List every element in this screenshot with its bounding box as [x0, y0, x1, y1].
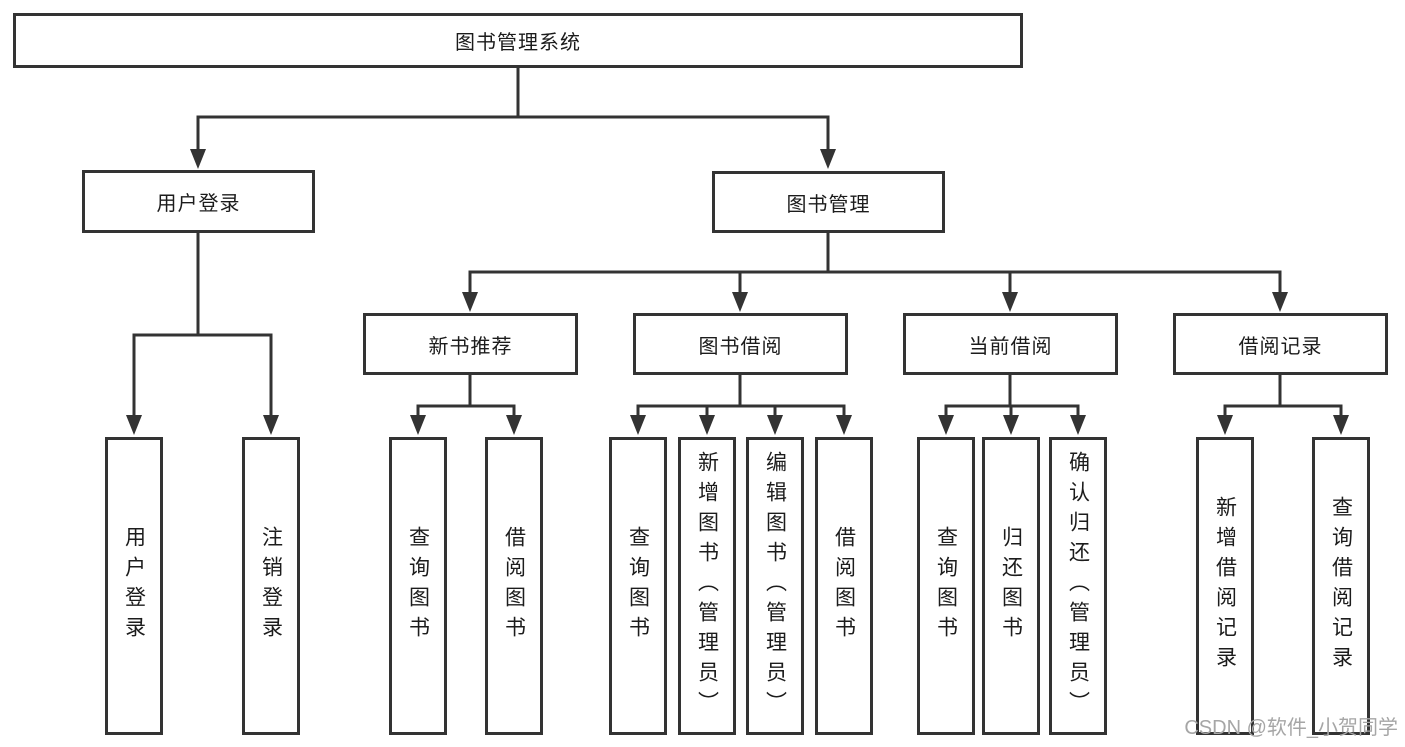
leaf-confirm-return-admin-label: 确认归还（管理员）	[1066, 451, 1090, 721]
node-current-borrowing-label: 当前借阅	[968, 335, 1053, 358]
leaf-borrow-books-recommend: 借阅图书	[485, 437, 543, 735]
connector-book-borrowing-to-leaves	[630, 375, 852, 435]
node-book-management-label: 图书管理	[786, 193, 871, 216]
connector-root-to-level2	[190, 66, 836, 169]
leaf-query-borrow-record-label: 查询借阅记录	[1329, 496, 1353, 676]
node-new-book-recommendation-label: 新书推荐	[428, 335, 513, 358]
leaf-query-books-current-label: 查询图书	[934, 526, 958, 646]
leaf-borrow-books: 借阅图书	[815, 437, 873, 735]
leaf-query-books-borrow: 查询图书	[609, 437, 667, 735]
node-book-borrowing-label: 图书借阅	[698, 335, 783, 358]
connector-book-management-to-level3	[462, 233, 1288, 312]
leaf-add-books-admin-label: 新增图书（管理员）	[695, 451, 719, 721]
leaf-borrow-books-label: 借阅图书	[832, 526, 856, 646]
connector-borrowing-records-to-leaves	[1217, 375, 1349, 435]
leaf-user-login: 用户登录	[105, 437, 163, 735]
leaf-query-books-recommend-label: 查询图书	[406, 526, 430, 646]
node-borrowing-records: 借阅记录	[1173, 313, 1388, 375]
leaf-logout-label: 注销登录	[259, 526, 283, 646]
node-current-borrowing: 当前借阅	[903, 313, 1118, 375]
node-new-book-recommendation: 新书推荐	[363, 313, 578, 375]
leaf-confirm-return-admin: 确认归还（管理员）	[1049, 437, 1107, 735]
connector-user-login-to-leaves	[126, 233, 279, 435]
leaf-user-login-label: 用户登录	[122, 526, 146, 646]
leaf-add-borrow-record: 新增借阅记录	[1196, 437, 1254, 735]
watermark: CSDN @软件_小贺同学	[1184, 717, 1398, 739]
leaf-query-books-recommend: 查询图书	[389, 437, 447, 735]
leaf-return-books-label: 归还图书	[999, 526, 1023, 646]
leaf-borrow-books-recommend-label: 借阅图书	[502, 526, 526, 646]
node-book-borrowing: 图书借阅	[633, 313, 848, 375]
leaf-add-borrow-record-label: 新增借阅记录	[1213, 496, 1237, 676]
node-book-management: 图书管理	[712, 171, 945, 233]
leaf-edit-books-admin-label: 编辑图书（管理员）	[763, 451, 787, 721]
connector-current-borrowing-to-leaves	[938, 375, 1086, 435]
node-library-system: 图书管理系统	[13, 13, 1023, 68]
leaf-add-books-admin: 新增图书（管理员）	[678, 437, 736, 735]
node-user-login-label: 用户登录	[156, 193, 241, 215]
node-user-login: 用户登录	[82, 170, 315, 233]
leaf-query-borrow-record: 查询借阅记录	[1312, 437, 1370, 735]
leaf-query-books-current: 查询图书	[917, 437, 975, 735]
leaf-edit-books-admin: 编辑图书（管理员）	[746, 437, 804, 735]
connector-new-book-recommendation-to-leaves	[410, 375, 522, 435]
leaf-query-books-borrow-label: 查询图书	[626, 526, 650, 646]
node-borrowing-records-label: 借阅记录	[1238, 335, 1323, 358]
leaf-logout: 注销登录	[242, 437, 300, 735]
leaf-return-books: 归还图书	[982, 437, 1040, 735]
node-library-system-label: 图书管理系统	[455, 32, 581, 54]
